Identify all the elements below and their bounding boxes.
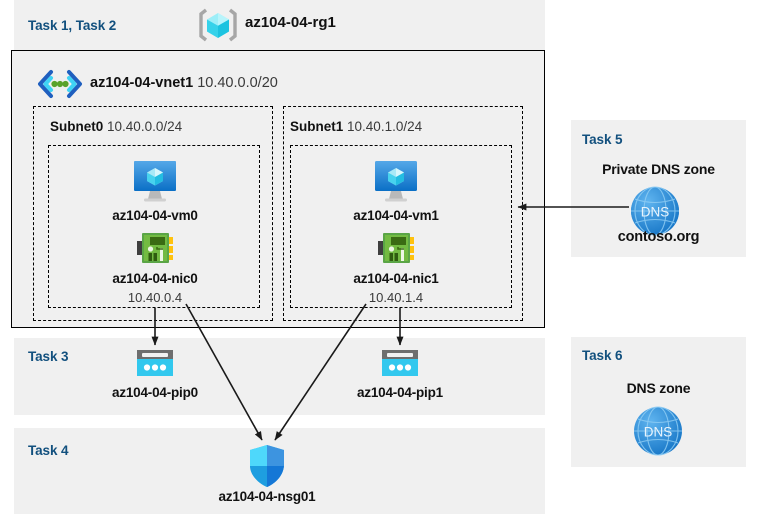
private-dns-zone-name: contoso.org xyxy=(617,229,700,245)
subnet1-cidr: 10.40.1.0/24 xyxy=(347,119,423,134)
dns-icon-text: DNS xyxy=(644,425,673,440)
subnet0-inner-box xyxy=(48,145,260,308)
dns-icon-text: DNS xyxy=(641,205,670,220)
pip1-label: az104-04-pip1 xyxy=(357,385,443,400)
pip0-label: az104-04-pip0 xyxy=(112,385,198,400)
vm1-label: az104-04-vm1 xyxy=(353,208,439,223)
virtual-machine-icon xyxy=(372,160,420,202)
resource-group-panel xyxy=(14,0,545,50)
task-label-3: Task 3 xyxy=(28,349,69,364)
nsg-label: az104-04-nsg01 xyxy=(218,489,316,504)
virtual-network-icon xyxy=(36,69,84,99)
network-interface-icon xyxy=(376,229,416,267)
subnet1-inner-box xyxy=(290,145,512,308)
task-label-1-2: Task 1, Task 2 xyxy=(28,18,117,33)
subnet0-cidr: 10.40.0.0/24 xyxy=(107,119,183,134)
dns-globe-icon: DNS xyxy=(632,405,684,457)
task-label-4: Task 4 xyxy=(28,443,69,458)
subnet0-name: Subnet0 xyxy=(50,119,104,134)
network-security-group-shield-icon xyxy=(248,444,286,488)
resource-group-name: az104-04-rg1 xyxy=(245,14,336,31)
nic0-ip: 10.40.0.4 xyxy=(127,290,183,305)
dns-zone-heading: DNS zone xyxy=(626,380,691,396)
nic1-label: az104-04-nic1 xyxy=(353,271,439,286)
subnet0-title: Subnet0 10.40.0.0/24 xyxy=(50,119,182,134)
vnet-name: az104-04-vnet1 xyxy=(90,75,194,91)
resource-group-cube-icon xyxy=(198,6,238,44)
virtual-machine-icon xyxy=(131,160,179,202)
public-ip-panel xyxy=(14,338,545,415)
private-dns-heading: Private DNS zone xyxy=(602,161,715,177)
task-label-6: Task 6 xyxy=(582,348,623,363)
network-interface-icon xyxy=(135,229,175,267)
subnet1-name: Subnet1 xyxy=(290,119,344,134)
subnet0-box xyxy=(33,106,273,321)
subnet1-title: Subnet1 10.40.1.0/24 xyxy=(290,119,422,134)
public-ip-address-icon xyxy=(135,348,175,380)
vm0-label: az104-04-vm0 xyxy=(112,208,198,223)
nic0-label: az104-04-nic0 xyxy=(112,271,198,286)
public-ip-address-icon xyxy=(380,348,420,380)
subnet1-box xyxy=(283,106,523,321)
dns-globe-icon: DNS xyxy=(629,185,681,237)
nic1-ip: 10.40.1.4 xyxy=(368,290,424,305)
vnet-title: az104-04-vnet1 10.40.0.0/20 xyxy=(90,75,278,91)
vnet-cidr: 10.40.0.0/20 xyxy=(197,75,278,91)
vnet-box xyxy=(11,50,545,328)
task-label-5: Task 5 xyxy=(582,132,623,147)
